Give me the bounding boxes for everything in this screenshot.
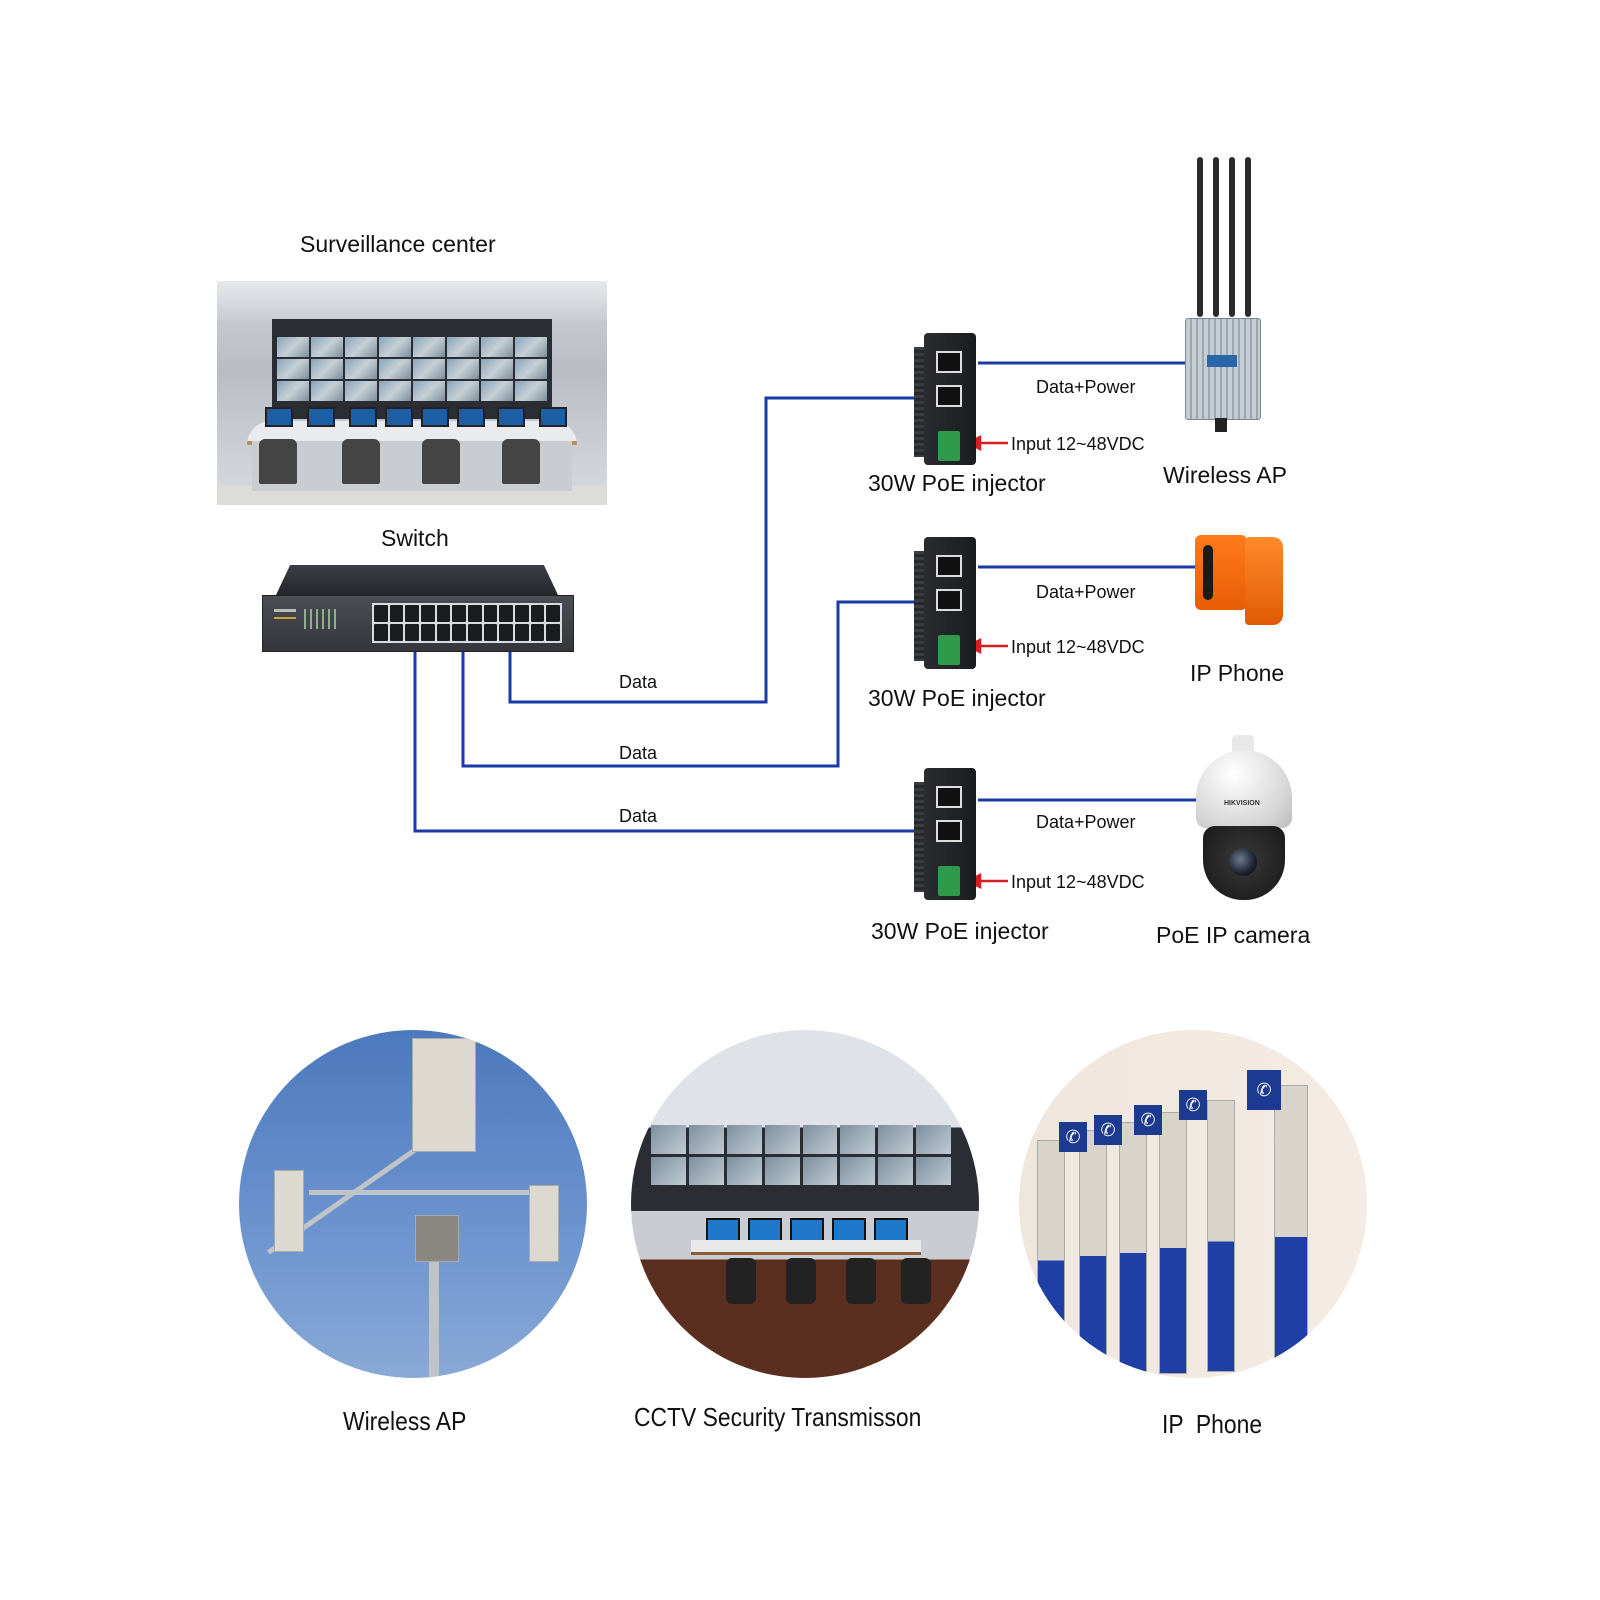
monitor-icon (307, 407, 335, 427)
surveillance-center-image (217, 281, 607, 505)
application-label-cctv: CCTV Security Transmisson (634, 1402, 922, 1432)
monitor-icon (497, 407, 525, 427)
wireless-ap-photo (239, 1030, 587, 1378)
data-power-label: Data+Power (1036, 377, 1136, 397)
data-cable-3 (413, 650, 918, 833)
phone-sign-icon: ✆ (1059, 1122, 1087, 1152)
monitor-icon (265, 407, 293, 427)
input-voltage-label: Input 12~48VDC (1011, 637, 1145, 657)
poe-injector-icon (914, 768, 976, 900)
phone-sign-icon: ✆ (1247, 1070, 1281, 1110)
input-voltage-label: Input 12~48VDC (1011, 434, 1145, 454)
monitor-icon (349, 407, 377, 427)
poe-ip-camera-label: PoE IP camera (1156, 922, 1311, 948)
chair-icon (502, 439, 540, 484)
input-voltage-label: Input 12~48VDC (1011, 872, 1145, 892)
monitor-icon (385, 407, 413, 427)
data-link-label-3: Data (619, 806, 658, 826)
wireless-ap-label: Wireless AP (1163, 462, 1287, 488)
monitor-icon (457, 407, 485, 427)
application-label-ip-phone: IP Phone (1162, 1409, 1263, 1439)
switch-leds (274, 609, 336, 629)
ip-phone-label: IP Phone (1190, 660, 1285, 686)
poe-injector-icon (914, 537, 976, 669)
ip-phone-booths-photo: ✆ ✆ ✆ ✆ ✆ (1019, 1030, 1367, 1378)
chair-icon (259, 439, 297, 484)
phone-sign-icon: ✆ (1094, 1115, 1122, 1145)
switch-label: Switch (381, 525, 449, 551)
video-wall-screens (277, 337, 547, 401)
data-power-label: Data+Power (1036, 582, 1136, 602)
data-link-label-2: Data (619, 743, 658, 763)
injector-label: 30W PoE injector (868, 685, 1046, 711)
phone-sign-icon: ✆ (1134, 1105, 1162, 1135)
chair-icon (342, 439, 380, 484)
monitor-icon (421, 407, 449, 427)
switch-ports (372, 603, 562, 643)
camera-brand: HIKVISION (1224, 800, 1260, 807)
application-label-wireless-ap: Wireless AP (343, 1406, 467, 1436)
data-power-label: Data+Power (1036, 812, 1136, 832)
poe-injector-icon (914, 333, 976, 465)
ceiling (217, 281, 607, 321)
cctv-room-photo (631, 1030, 979, 1378)
network-switch-icon (262, 565, 574, 652)
phone-sign-icon: ✆ (1179, 1090, 1207, 1120)
chair-icon (422, 439, 460, 484)
injector-label: 30W PoE injector (868, 470, 1046, 496)
monitor-icon (539, 407, 567, 427)
injector-label: 30W PoE injector (871, 918, 1049, 944)
surveillance-center-title: Surveillance center (300, 231, 496, 257)
data-link-label-1: Data (619, 672, 658, 692)
switch-top (276, 565, 558, 595)
